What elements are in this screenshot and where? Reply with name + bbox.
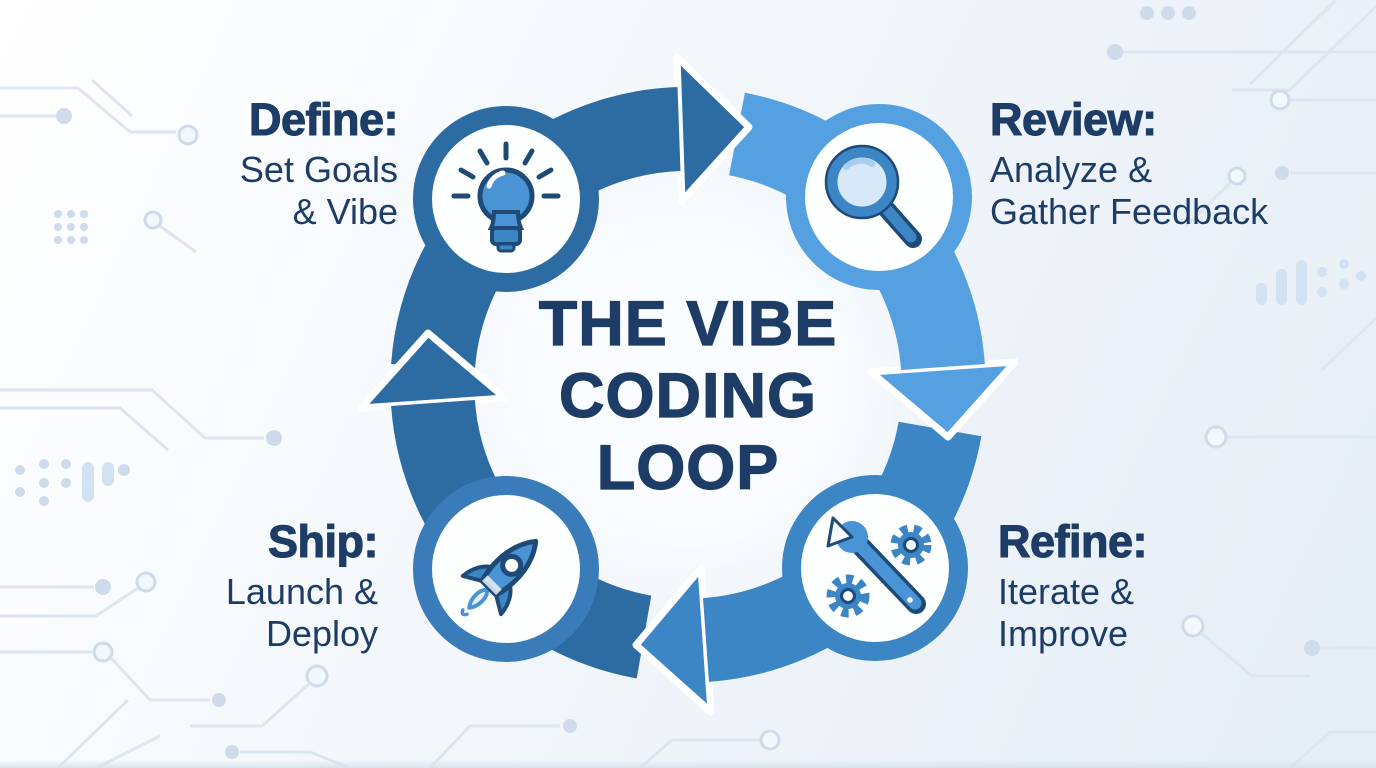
stage-define-label: Define: Set Goals & Vibe: [239, 94, 399, 233]
circuit-decoration-top-right: [1107, 0, 1376, 228]
stage-refine-label: Refine: Iterate & Improve: [997, 516, 1148, 655]
ship-heading: Ship:: [267, 516, 379, 567]
rocket-icon: [460, 538, 539, 617]
define-heading: Define:: [248, 94, 399, 145]
refine-sub-line-2: Improve: [998, 613, 1129, 655]
lightbulb-icon: [451, 141, 561, 253]
title-line-2: CODING: [558, 360, 817, 431]
review-heading: Review:: [989, 94, 1157, 145]
review-sub-line-2: Gather Feedback: [990, 191, 1269, 233]
circuit-decoration-left: [0, 388, 351, 768]
circuit-decoration-right: [1204, 259, 1376, 449]
refine-node: [782, 475, 968, 661]
diagram-title: THE VIBE CODING LOOP: [478, 288, 898, 504]
circuit-decoration-bottom-right: [1181, 614, 1376, 768]
bottom-edge-shade: [0, 760, 1376, 768]
arrowhead-bottom: [632, 564, 715, 716]
circuit-decoration-top-left: [0, 78, 199, 254]
refine-heading: Refine:: [997, 516, 1148, 567]
stage-review-label: Review: Analyze & Gather Feedback: [989, 94, 1269, 233]
circuit-decoration-bottom-center: [428, 719, 781, 768]
refine-sub-line-1: Iterate &: [998, 571, 1135, 613]
title-line-1: THE VIBE: [538, 288, 838, 359]
title-line-3: LOOP: [596, 432, 780, 503]
arrowhead-top: [673, 53, 753, 205]
wrench-gears-icon: [826, 516, 932, 618]
define-sub-line-2: & Vibe: [292, 191, 398, 233]
define-node: [413, 106, 599, 292]
ship-sub-line-2: Deploy: [265, 613, 378, 655]
ship-node: [413, 476, 599, 662]
define-sub-line-1: Set Goals: [239, 149, 398, 191]
magnifying-glass-icon: [824, 144, 922, 248]
ship-sub-line-1: Launch &: [225, 571, 378, 613]
stage-ship-label: Ship: Launch & Deploy: [225, 516, 379, 655]
review-sub-line-1: Analyze &: [990, 149, 1153, 191]
review-node: [786, 104, 972, 290]
